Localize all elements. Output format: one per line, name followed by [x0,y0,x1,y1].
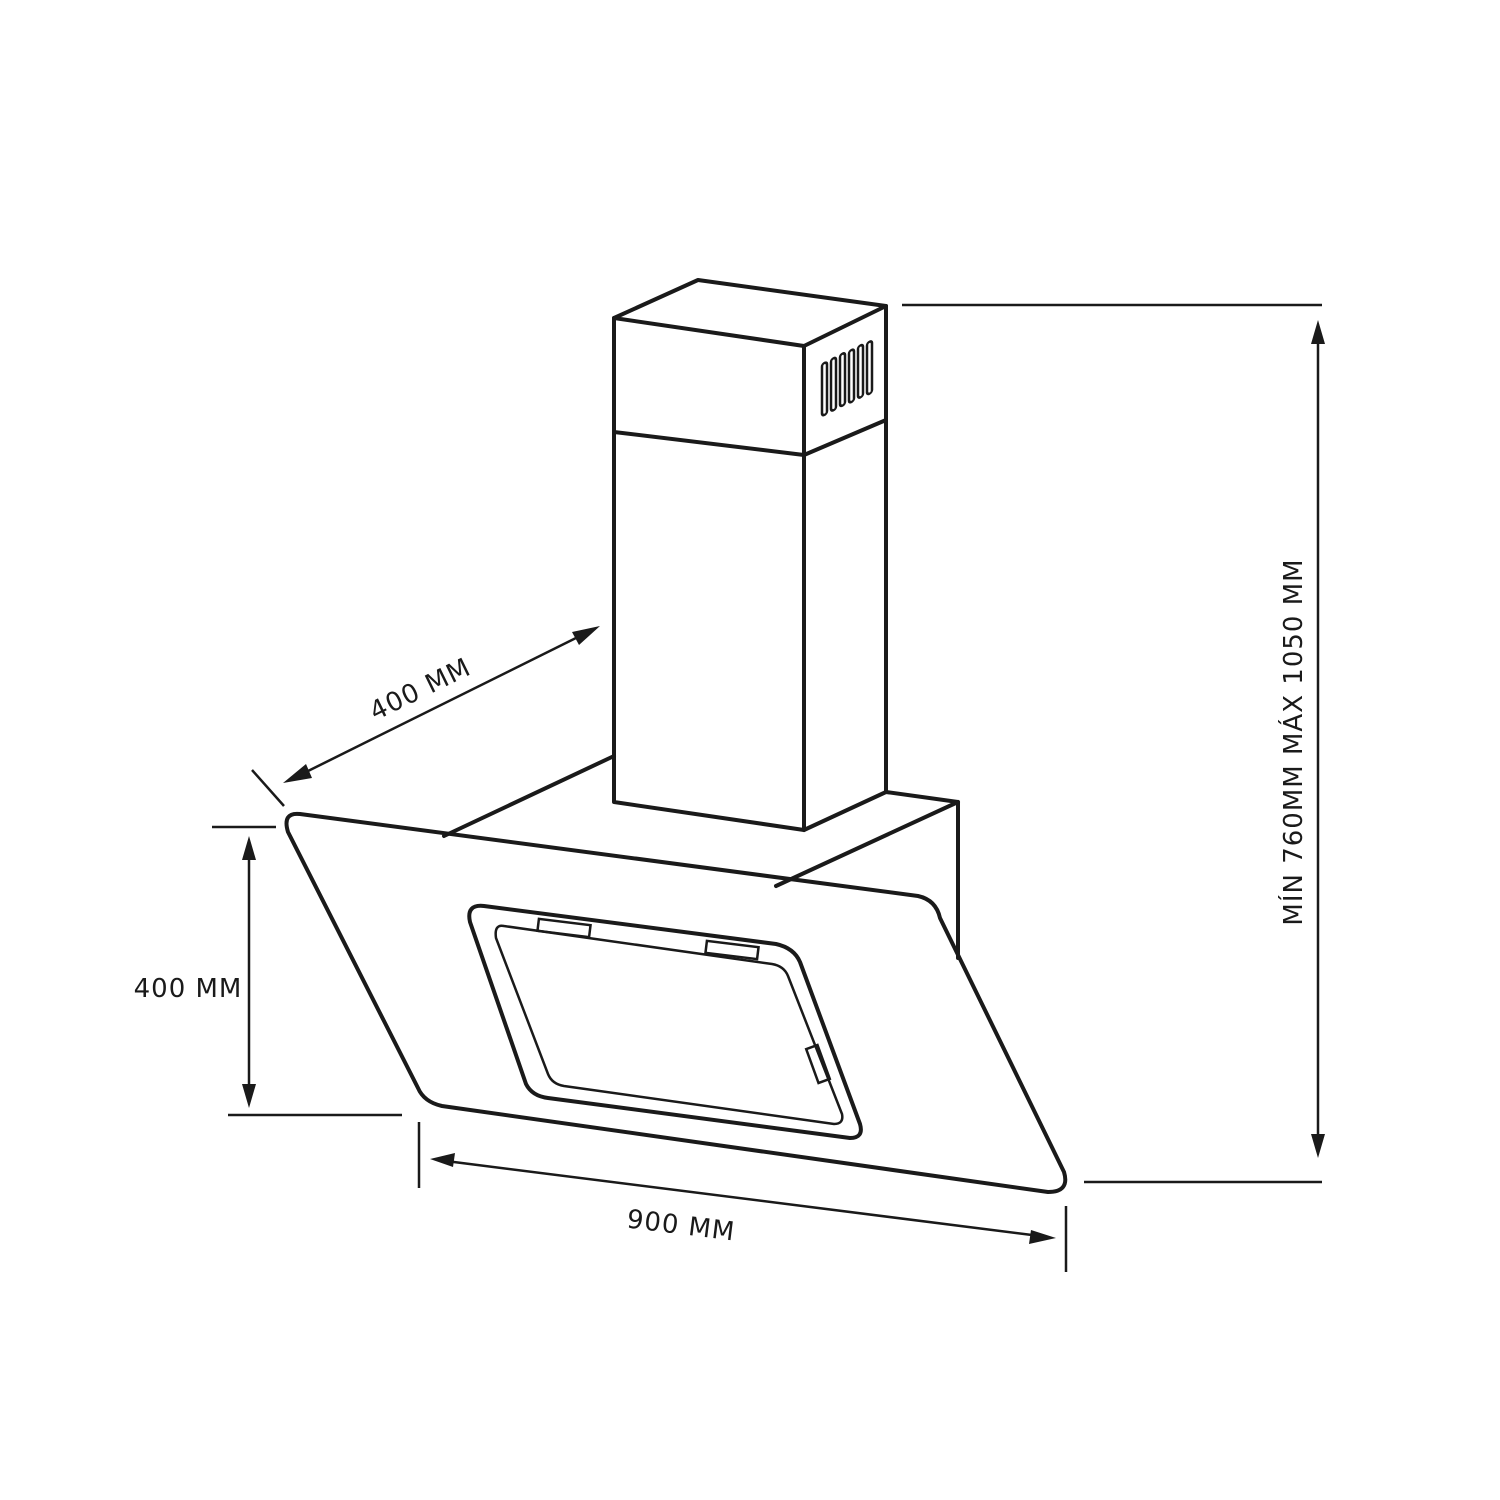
filter-panel-inner [494,924,844,1126]
width-arrow-right-icon [1029,1230,1056,1244]
depth-dimension-line [299,632,585,777]
filter-side-handle [804,1043,832,1085]
chimney [612,278,888,832]
glass-height-dimension: 400 MM [134,825,402,1117]
glass-height-arrow-bottom-icon [242,1084,256,1108]
glass-height-arrow-top-icon [242,836,256,860]
width-dimension-line [445,1159,1041,1238]
body-top-left-edge [442,754,616,838]
depth-arrow-end-icon [572,626,600,645]
total-height-arrow-bottom-icon [1311,1134,1325,1158]
width-label: 900 MM [625,1205,737,1248]
chimney-front-lower [612,430,806,832]
body-front-top-edge [774,800,960,888]
glass-height-label: 400 MM [134,974,243,1004]
filter-clip-right [704,939,760,961]
depth-arrow-start-icon [283,764,312,783]
filter-panel [467,903,863,1140]
chimney-front-upper [612,316,806,457]
chimney-right-lower [802,418,888,832]
filter-clip-left [536,917,592,939]
filter-panel-outer [467,903,863,1140]
width-dimension: 900 MM [417,1122,1068,1272]
glass-panel [284,811,1068,1194]
width-arrow-left-icon [430,1153,455,1167]
total-height-dimension: MÍN 760MM MÁX 1050 MM [902,303,1325,1184]
depth-dimension: 400 MM [251,626,600,807]
total-height-arrow-top-icon [1311,320,1325,344]
chimney-top-face [612,278,888,348]
total-height-label: MÍN 760MM MÁX 1050 MM [1277,558,1309,925]
vent-grille-icon [820,340,874,417]
hood-body [442,754,960,960]
depth-extension-tick [251,769,285,807]
